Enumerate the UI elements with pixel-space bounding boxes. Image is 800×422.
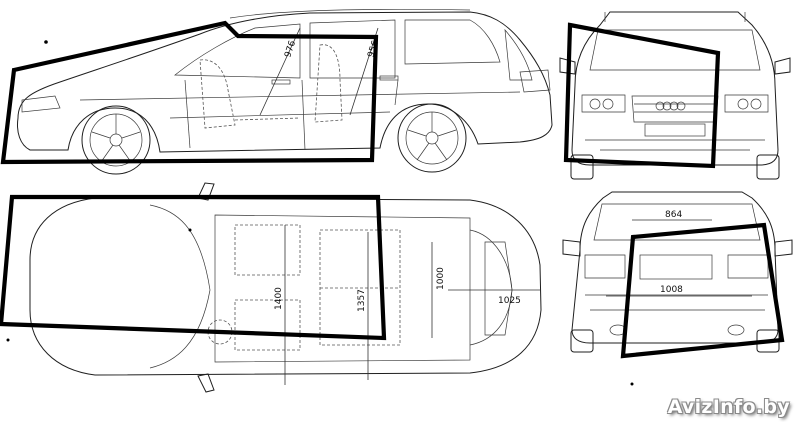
front-wheel: [81, 105, 151, 175]
speck: [630, 382, 634, 386]
rear-view: 864 1008: [562, 191, 793, 359]
front-view-highlight: [563, 22, 721, 169]
dim-label-1008: 1008: [660, 285, 683, 295]
dim-label-1400: 1400: [274, 287, 284, 310]
top-view: 1400 1357 1000 1025: [0, 182, 542, 393]
dim-label-1000: 1000: [436, 267, 446, 290]
speck: [44, 40, 48, 44]
rear-wheel: [397, 103, 467, 173]
four-rings-icon: [655, 101, 686, 111]
speck: [188, 228, 192, 232]
dim-line-956: [349, 27, 379, 116]
watermark-logo: AvizInfo.by: [667, 396, 790, 418]
dim-label-1357: 1357: [357, 289, 367, 312]
dim-label-976: 976: [283, 39, 298, 59]
speck: [6, 338, 10, 342]
dim-line-976: [259, 27, 301, 116]
dim-label-1025: 1025: [498, 296, 521, 306]
rear-view-highlight: [620, 222, 785, 359]
dim-label-864: 864: [665, 210, 682, 220]
top-view-highlight: [0, 194, 387, 341]
front-view: [559, 11, 791, 180]
side-view-highlight: [0, 20, 379, 165]
side-view: 976 956: [0, 8, 553, 175]
